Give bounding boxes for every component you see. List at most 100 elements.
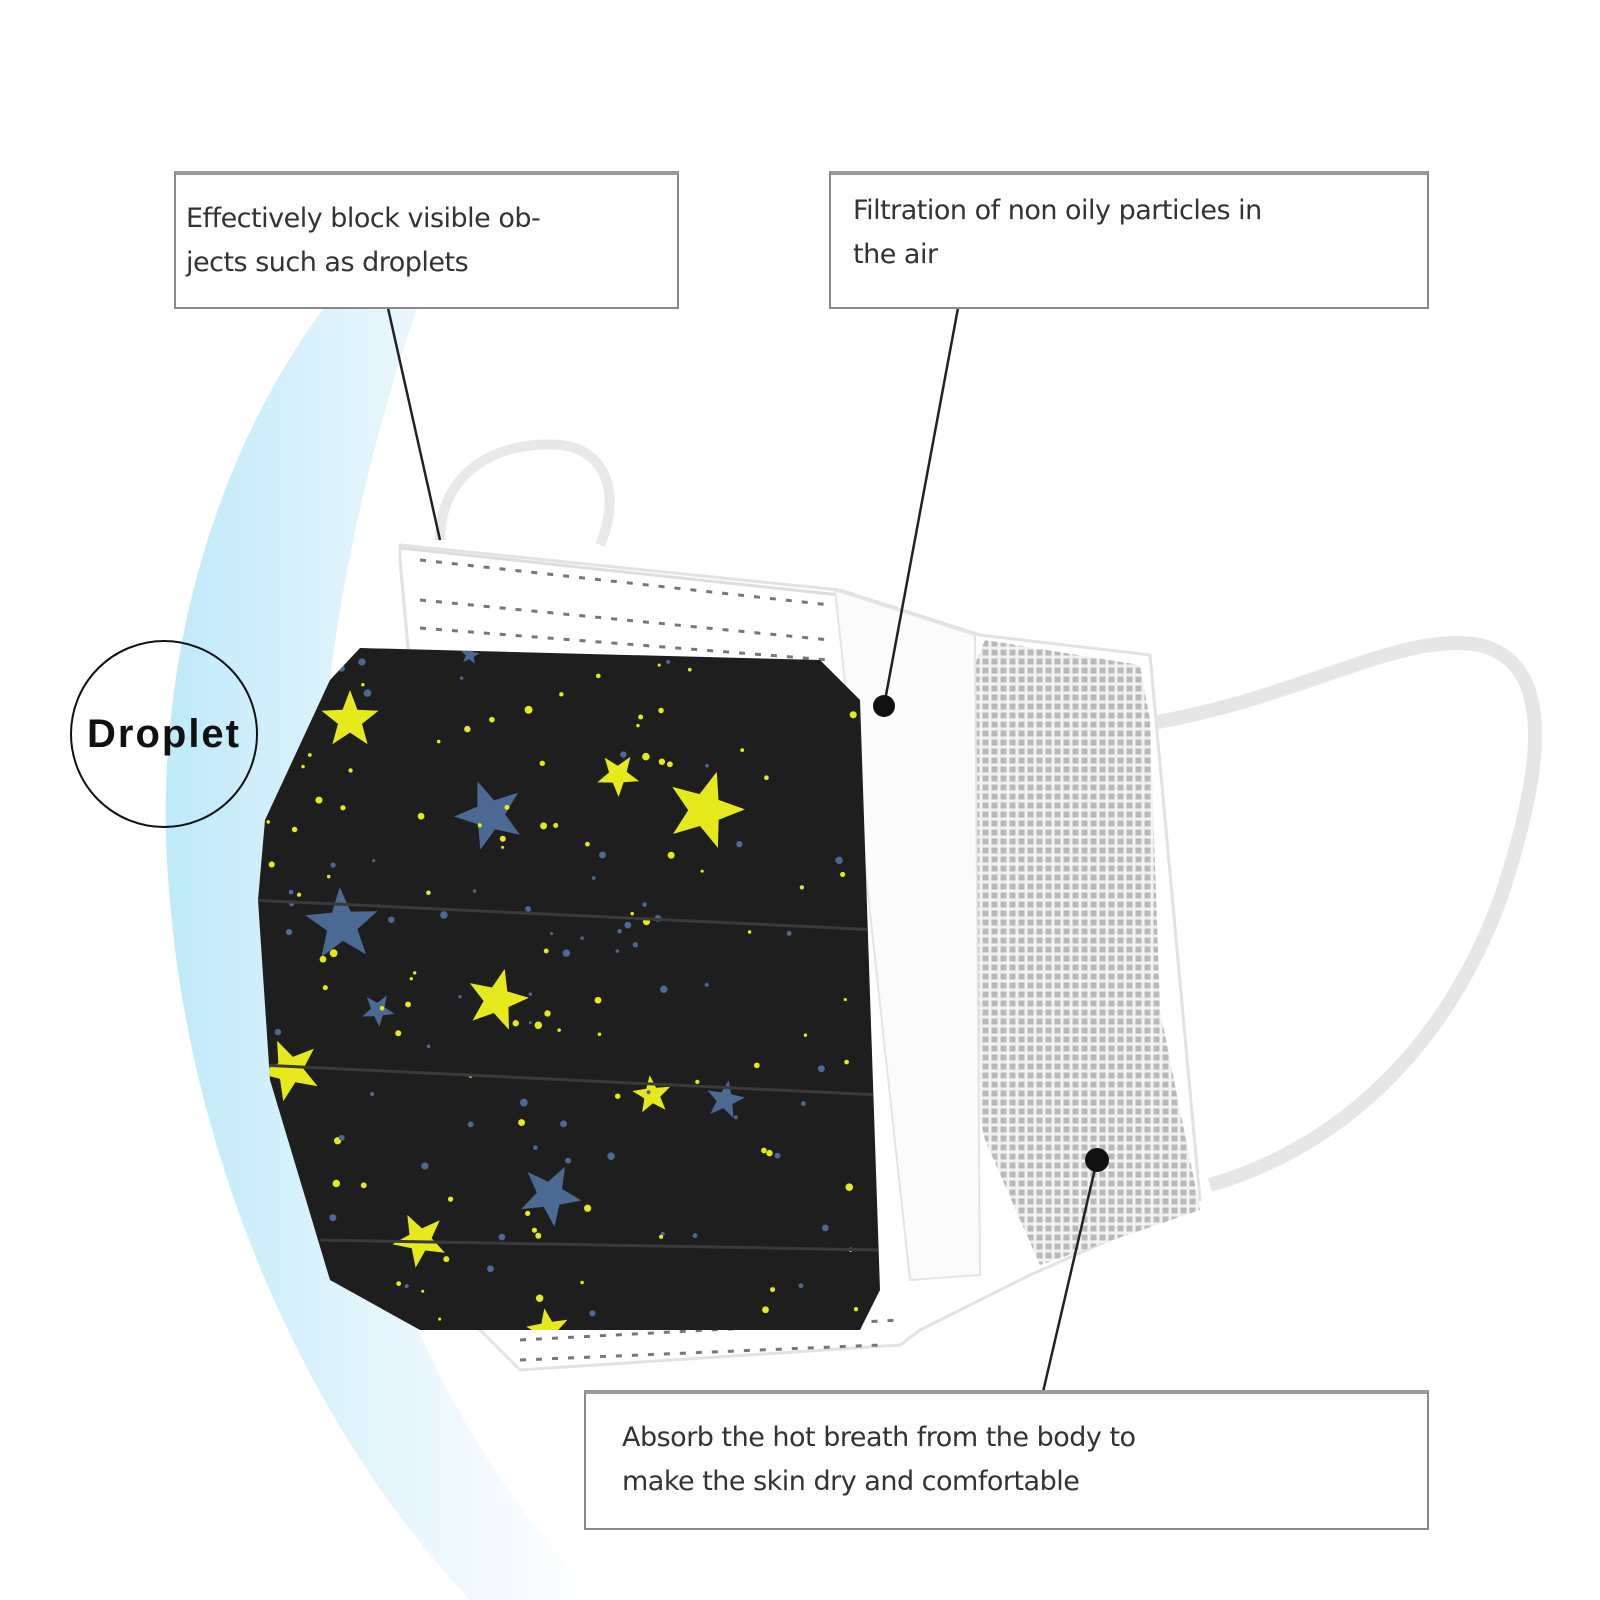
- paint-speck: [761, 1147, 767, 1154]
- paint-speck: [421, 1289, 425, 1293]
- star-icon: [469, 968, 529, 1030]
- paint-speck: [798, 1283, 804, 1289]
- paint-speck: [565, 1157, 572, 1164]
- paint-speck: [803, 1033, 808, 1037]
- callout-text: jects such as droplets: [186, 247, 469, 278]
- paint-speck: [266, 820, 271, 824]
- paint-speck: [330, 862, 336, 868]
- paint-speck: [845, 1183, 854, 1191]
- callout-text: make the skin dry and comfortable: [622, 1466, 1080, 1497]
- pointer-dot: [873, 695, 895, 717]
- paint-speck: [322, 985, 328, 991]
- paint-speck: [412, 971, 417, 975]
- mask-top-seam: [399, 546, 841, 597]
- paint-speck: [443, 1256, 450, 1263]
- side-fold: [833, 588, 982, 1282]
- paint-speck: [396, 1281, 402, 1286]
- paint-speck: [379, 1005, 385, 1011]
- paint-speck: [291, 826, 298, 833]
- leader-lines: [386, 307, 1099, 1393]
- paint-speck: [447, 1196, 454, 1202]
- callout-absorb: Absorb the hot breath from the body to m…: [584, 1390, 1429, 1530]
- paint-speck: [504, 804, 510, 810]
- paint-speck: [329, 949, 338, 958]
- paint-speck: [301, 764, 305, 769]
- callout-text: Effectively block visible ob-: [186, 203, 541, 234]
- paint-speck: [667, 851, 675, 859]
- paint-speck: [498, 1233, 506, 1241]
- star-icon: [632, 1075, 671, 1113]
- paint-speck: [692, 1233, 698, 1238]
- paint-speck: [285, 928, 293, 936]
- paint-speck: [477, 823, 482, 828]
- paint-speck: [417, 812, 425, 820]
- paint-speck: [519, 1098, 528, 1107]
- paint-speck: [607, 1152, 615, 1160]
- paint-speck: [559, 692, 564, 697]
- paint-speck: [617, 928, 622, 934]
- paint-speck: [638, 714, 644, 720]
- paint-speck: [539, 760, 545, 767]
- paint-speck: [340, 805, 346, 811]
- paint-speck: [747, 930, 752, 934]
- paint-speck: [589, 1310, 596, 1317]
- paint-speck: [531, 1227, 538, 1233]
- paint-speck: [636, 723, 640, 728]
- star-icon: [526, 1308, 568, 1330]
- paint-speck: [438, 1317, 442, 1321]
- paint-speck: [657, 663, 661, 667]
- paint-speck: [630, 911, 634, 916]
- paint-speck: [840, 871, 846, 878]
- paint-speck: [584, 1204, 592, 1212]
- paint-speck: [704, 982, 709, 987]
- callout-text: Filtration of non oily particles in: [853, 195, 1262, 226]
- paint-speck: [620, 751, 627, 758]
- paint-speck: [460, 676, 464, 680]
- paint-speck: [315, 796, 323, 804]
- paint-speck: [799, 885, 804, 890]
- paint-speck: [687, 667, 692, 672]
- paint-speck: [525, 906, 531, 912]
- paint-speck: [535, 1294, 544, 1302]
- paint-speck: [268, 861, 275, 868]
- paint-speck: [426, 1044, 431, 1049]
- paint-speck: [632, 942, 638, 948]
- paint-speck: [646, 1090, 651, 1095]
- paint-speck: [615, 949, 620, 953]
- paint-speck: [595, 673, 601, 679]
- paint-speck: [700, 869, 704, 873]
- paint-speck: [361, 682, 365, 687]
- paint-speck: [409, 977, 413, 981]
- paint-speck: [658, 707, 664, 714]
- paint-speck: [528, 1021, 532, 1025]
- paint-speck: [540, 822, 548, 830]
- paint-speck: [363, 689, 372, 697]
- paint-speck: [764, 775, 769, 781]
- callout-filtration: Filtration of non oily particles in the …: [829, 171, 1429, 309]
- inner-mesh-layer: [940, 640, 1200, 1265]
- paint-speck: [753, 1062, 760, 1069]
- paint-speck: [560, 1120, 568, 1128]
- paint-speck: [404, 1284, 409, 1289]
- paint-speck: [591, 876, 596, 880]
- paint-speck: [338, 1134, 345, 1141]
- paint-speck: [487, 1265, 494, 1273]
- paint-speck: [733, 1115, 738, 1120]
- paint-speck: [844, 1059, 849, 1065]
- paint-speck: [528, 992, 533, 996]
- paint-speck: [440, 911, 448, 919]
- ear-loop-top: [435, 439, 615, 548]
- paint-speck: [740, 748, 745, 753]
- paint-speck: [562, 949, 571, 957]
- droplet-badge: Droplet: [70, 640, 258, 828]
- star-icon: [672, 771, 745, 848]
- paint-speck: [659, 1234, 664, 1239]
- paint-speck: [774, 1152, 781, 1159]
- paint-speck: [535, 1232, 542, 1239]
- paint-speck: [288, 889, 294, 895]
- paint-speck: [557, 1028, 561, 1032]
- paint-speck: [274, 1028, 282, 1036]
- paint-speck: [360, 1182, 367, 1189]
- paint-speck: [766, 1149, 773, 1157]
